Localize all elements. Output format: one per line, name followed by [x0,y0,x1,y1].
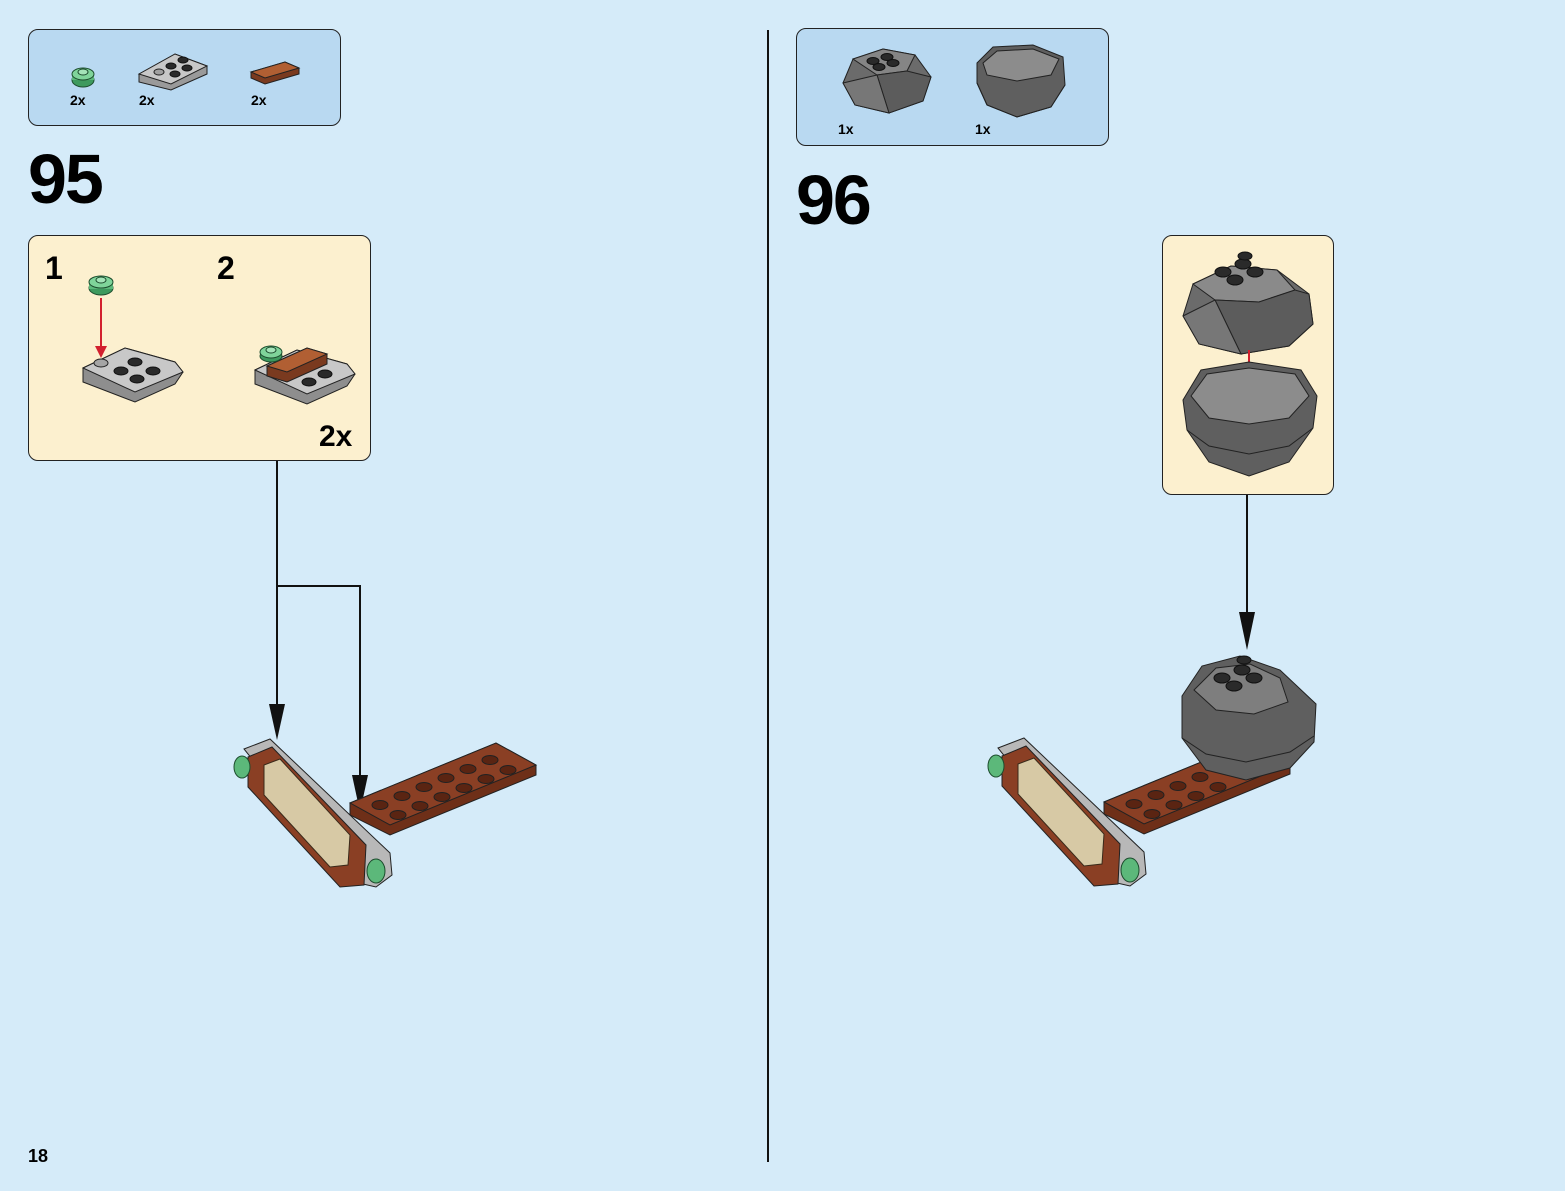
part-qty: 2x [70,92,86,108]
rock-assembly-illustration [1182,251,1318,477]
submodel-box: 1 2 2x [28,235,371,461]
parts-list-step-96: 1x 1x [796,28,1109,146]
wing-plate-icon [137,53,209,91]
page-divider [767,30,769,1162]
page-number: 18 [28,1146,49,1166]
substep-1-illustration [81,275,184,403]
parts-list-step-95: 2x 2x 2x [28,29,341,126]
green-round-plate-icon [71,67,95,88]
substep-number: 2 [217,250,235,286]
part-qty: 2x [139,92,155,108]
step-number: 96 [796,161,872,239]
part-qty: 2x [251,92,267,108]
step-number: 95 [28,140,104,218]
submodel-multiplier: 2x [319,420,353,453]
step-96-model-illustration [987,655,1317,887]
substep-2-illustration [253,345,356,405]
step-95-model-illustration [233,738,538,888]
rock-top-icon [842,48,932,114]
rock-bottom-icon [976,44,1066,118]
part-qty: 1x [975,121,991,137]
submodel-box [1162,235,1334,495]
substep-number: 1 [45,250,63,286]
brown-tile-icon [249,61,301,85]
part-qty: 1x [838,121,854,137]
